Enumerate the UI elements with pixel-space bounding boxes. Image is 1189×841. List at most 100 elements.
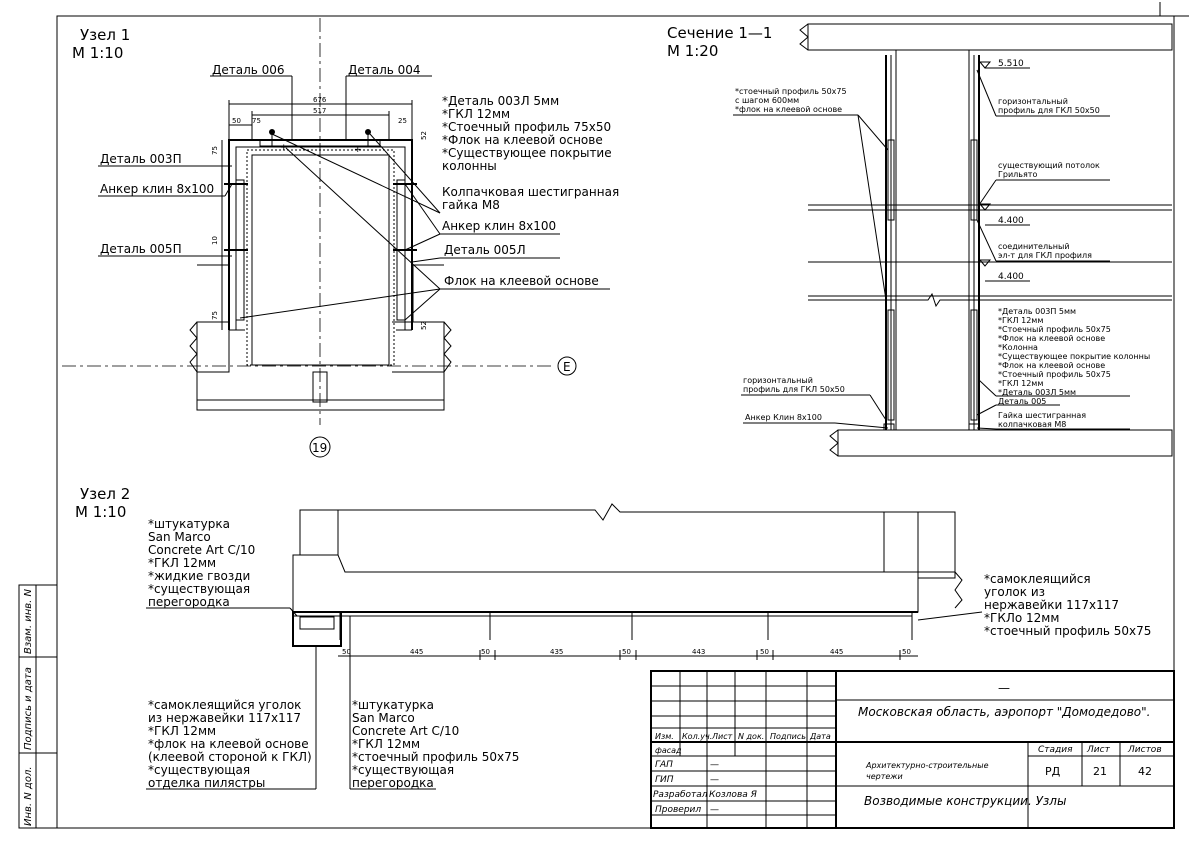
dim-25: 25 xyxy=(398,117,407,125)
uzel1-scale: М 1:10 xyxy=(72,44,123,62)
u2-bm-1: San Marco xyxy=(352,711,415,725)
u2-dim-6: 50 xyxy=(760,648,769,656)
section-scale: М 1:20 xyxy=(667,42,718,60)
tb-role-dev: Разработал xyxy=(653,790,708,800)
sec-rn-3: *Флок на клеевой основе xyxy=(998,334,1105,343)
uzel2-title: Узел 2 xyxy=(80,485,130,503)
sec-detail-005: Деталь 005 xyxy=(998,397,1046,406)
u2-dim-3: 435 xyxy=(550,648,563,656)
sec-anchor: Анкер Клин 8х100 xyxy=(745,413,822,422)
uzel1-flock: Флок на клеевой основе xyxy=(444,274,599,288)
u2-bm-6: перегородка xyxy=(352,776,434,790)
uzel1-note-1: *ГКЛ 12мм xyxy=(442,107,510,121)
svg-text:52: 52 xyxy=(420,321,428,330)
sec-tl-1: с шагом 600мм xyxy=(735,96,799,105)
dim-75: 75 xyxy=(252,117,261,125)
tb-sheets: 42 xyxy=(1138,765,1152,778)
sec-ceiling-1: Грильято xyxy=(998,170,1037,179)
tb-h-sign: Подпись xyxy=(770,732,806,741)
u2-tl-6: перегородка xyxy=(148,595,230,609)
tb-stage: РД xyxy=(1045,765,1061,778)
stamp-signature: Подпись и дата xyxy=(23,667,34,750)
u2-bl-5: *существующая xyxy=(148,763,250,777)
tb-name-gip: — xyxy=(710,775,719,785)
title-block: — Московская область, аэропорт "Домодедо… xyxy=(650,670,1175,829)
sec-conn-1: эл-т для ГКЛ профиля xyxy=(998,251,1092,260)
dim-50: 50 xyxy=(232,117,241,125)
sec-rn-0: *Деталь 003П 5мм xyxy=(998,307,1076,316)
u2-dim-4: 50 xyxy=(622,648,631,656)
mark-5510: 5.510 xyxy=(998,59,1024,69)
sec-rn-1: *ГКЛ 12мм xyxy=(998,316,1043,325)
sec-tl-2: *флок на клеевой основе xyxy=(735,105,842,114)
section-title: Сечение 1—1 xyxy=(667,24,772,42)
uzel1-title: Узел 1 xyxy=(80,26,130,44)
u2-tl-3: *ГКЛ 12мм xyxy=(148,556,216,570)
dim-10: 10 xyxy=(211,236,219,245)
uzel1-detail: Узел 1 М 1:10 Е 19 xyxy=(62,18,619,458)
u2-tl-0: *штукатурка xyxy=(148,517,230,531)
tb-project: Московская область, аэропорт "Домодедово… xyxy=(858,705,1150,719)
uzel1-note-0: *Деталь 003Л 5мм xyxy=(442,94,559,108)
u2-bm-3: *ГКЛ 12мм xyxy=(352,737,420,751)
uzel1-note-5: колонны xyxy=(442,159,497,173)
uzel1-label-003p: Деталь 003П xyxy=(100,152,182,166)
uzel1-note-4: *Существующее покрытие xyxy=(442,146,612,160)
uzel1-label-005p: Деталь 005П xyxy=(100,242,182,256)
tb-h-izm: Изм. xyxy=(655,732,674,741)
uzel2-detail: Узел 2 М 1:10 50 445 50 435 50 443 xyxy=(75,485,1151,790)
uzel1-detail-004: Деталь 004 xyxy=(348,63,421,77)
uzel2-scale: М 1:10 xyxy=(75,503,126,521)
svg-text:75: 75 xyxy=(211,311,219,320)
u2-bl-6: отделка пилястры xyxy=(148,776,265,790)
tb-h-ndok: N док. xyxy=(738,732,764,741)
sec-rn-8: *ГКЛ 12мм xyxy=(998,379,1043,388)
axis-e-label: Е xyxy=(563,360,571,374)
tb-role-gip: ГИП xyxy=(655,775,674,785)
u2-tl-1: San Marco xyxy=(148,530,211,544)
mark-4400-a: 4.400 xyxy=(998,216,1024,226)
sec-tl-0: *стоечный профиль 50х75 xyxy=(735,87,847,96)
tb-name-dev: Козлова Я xyxy=(709,790,757,800)
tb-section-1: чертежи xyxy=(866,772,903,781)
u2-dim-1: 445 xyxy=(410,648,423,656)
svg-text:52: 52 xyxy=(420,131,428,140)
sec-rn-2: *Стоечный профиль 50х75 xyxy=(998,325,1111,334)
u2-bm-4: *стоечный профиль 50х75 xyxy=(352,750,519,764)
u2-rn-1: уголок из xyxy=(984,585,1045,599)
sec-hp-top-1: профиль для ГКЛ 50х50 xyxy=(998,106,1100,115)
sec-rn-6: *Флок на клеевой основе xyxy=(998,361,1105,370)
svg-text:+: + xyxy=(280,143,288,153)
u2-bl-0: *самоклеящийся уголок xyxy=(148,698,301,712)
tb-role-check: Проверил xyxy=(655,805,701,815)
u2-dim-0: 50 xyxy=(342,648,351,656)
uzel1-detail-005l: Деталь 005Л xyxy=(444,243,526,257)
u2-tl-2: Concrete Art C/10 xyxy=(148,543,255,557)
svg-text:75: 75 xyxy=(211,146,219,155)
u2-dim-7: 445 xyxy=(830,648,843,656)
sec-rn-5: *Существующее покрытие колонны xyxy=(998,352,1150,361)
u2-rn-2: нержавейки 117х117 xyxy=(984,598,1119,612)
sec-hp-bot-1: профиль для ГКЛ 50х50 xyxy=(743,385,845,394)
uzel1-nut-1: гайка М8 xyxy=(442,198,500,212)
tb-stage-label: Стадия xyxy=(1038,745,1073,755)
u2-tl-4: *жидкие гвозди xyxy=(148,569,250,583)
axis-e-marker xyxy=(557,356,577,376)
u2-bm-0: *штукатурка xyxy=(352,698,434,712)
sec-rn-7: *Стоечный профиль 50х75 xyxy=(998,370,1111,379)
u2-dim-8: 50 xyxy=(902,648,911,656)
stamp-inv: Инв. N дол. xyxy=(23,766,34,826)
u2-bl-2: *ГКЛ 12мм xyxy=(148,724,216,738)
tb-h-date: Дата xyxy=(809,732,831,741)
uzel1-anchor-right: Анкер клин 8х100 xyxy=(442,219,556,233)
sheet-frame xyxy=(56,15,1175,829)
axis-19-label: 19 xyxy=(312,441,327,455)
sec-hp-top-0: горизонтальный xyxy=(998,97,1068,106)
uzel1-note-3: *Флок на клеевой основе xyxy=(442,133,603,147)
uzel1-label-anchor-left: Анкер клин 8х100 xyxy=(100,182,214,196)
tb-sheets-label: Листов xyxy=(1127,745,1162,755)
sec-nut-1: колпачковая М8 xyxy=(998,420,1066,429)
tb-h-koluch: Кол.уч. xyxy=(682,732,712,741)
sec-conn-0: соединительный xyxy=(998,242,1070,251)
